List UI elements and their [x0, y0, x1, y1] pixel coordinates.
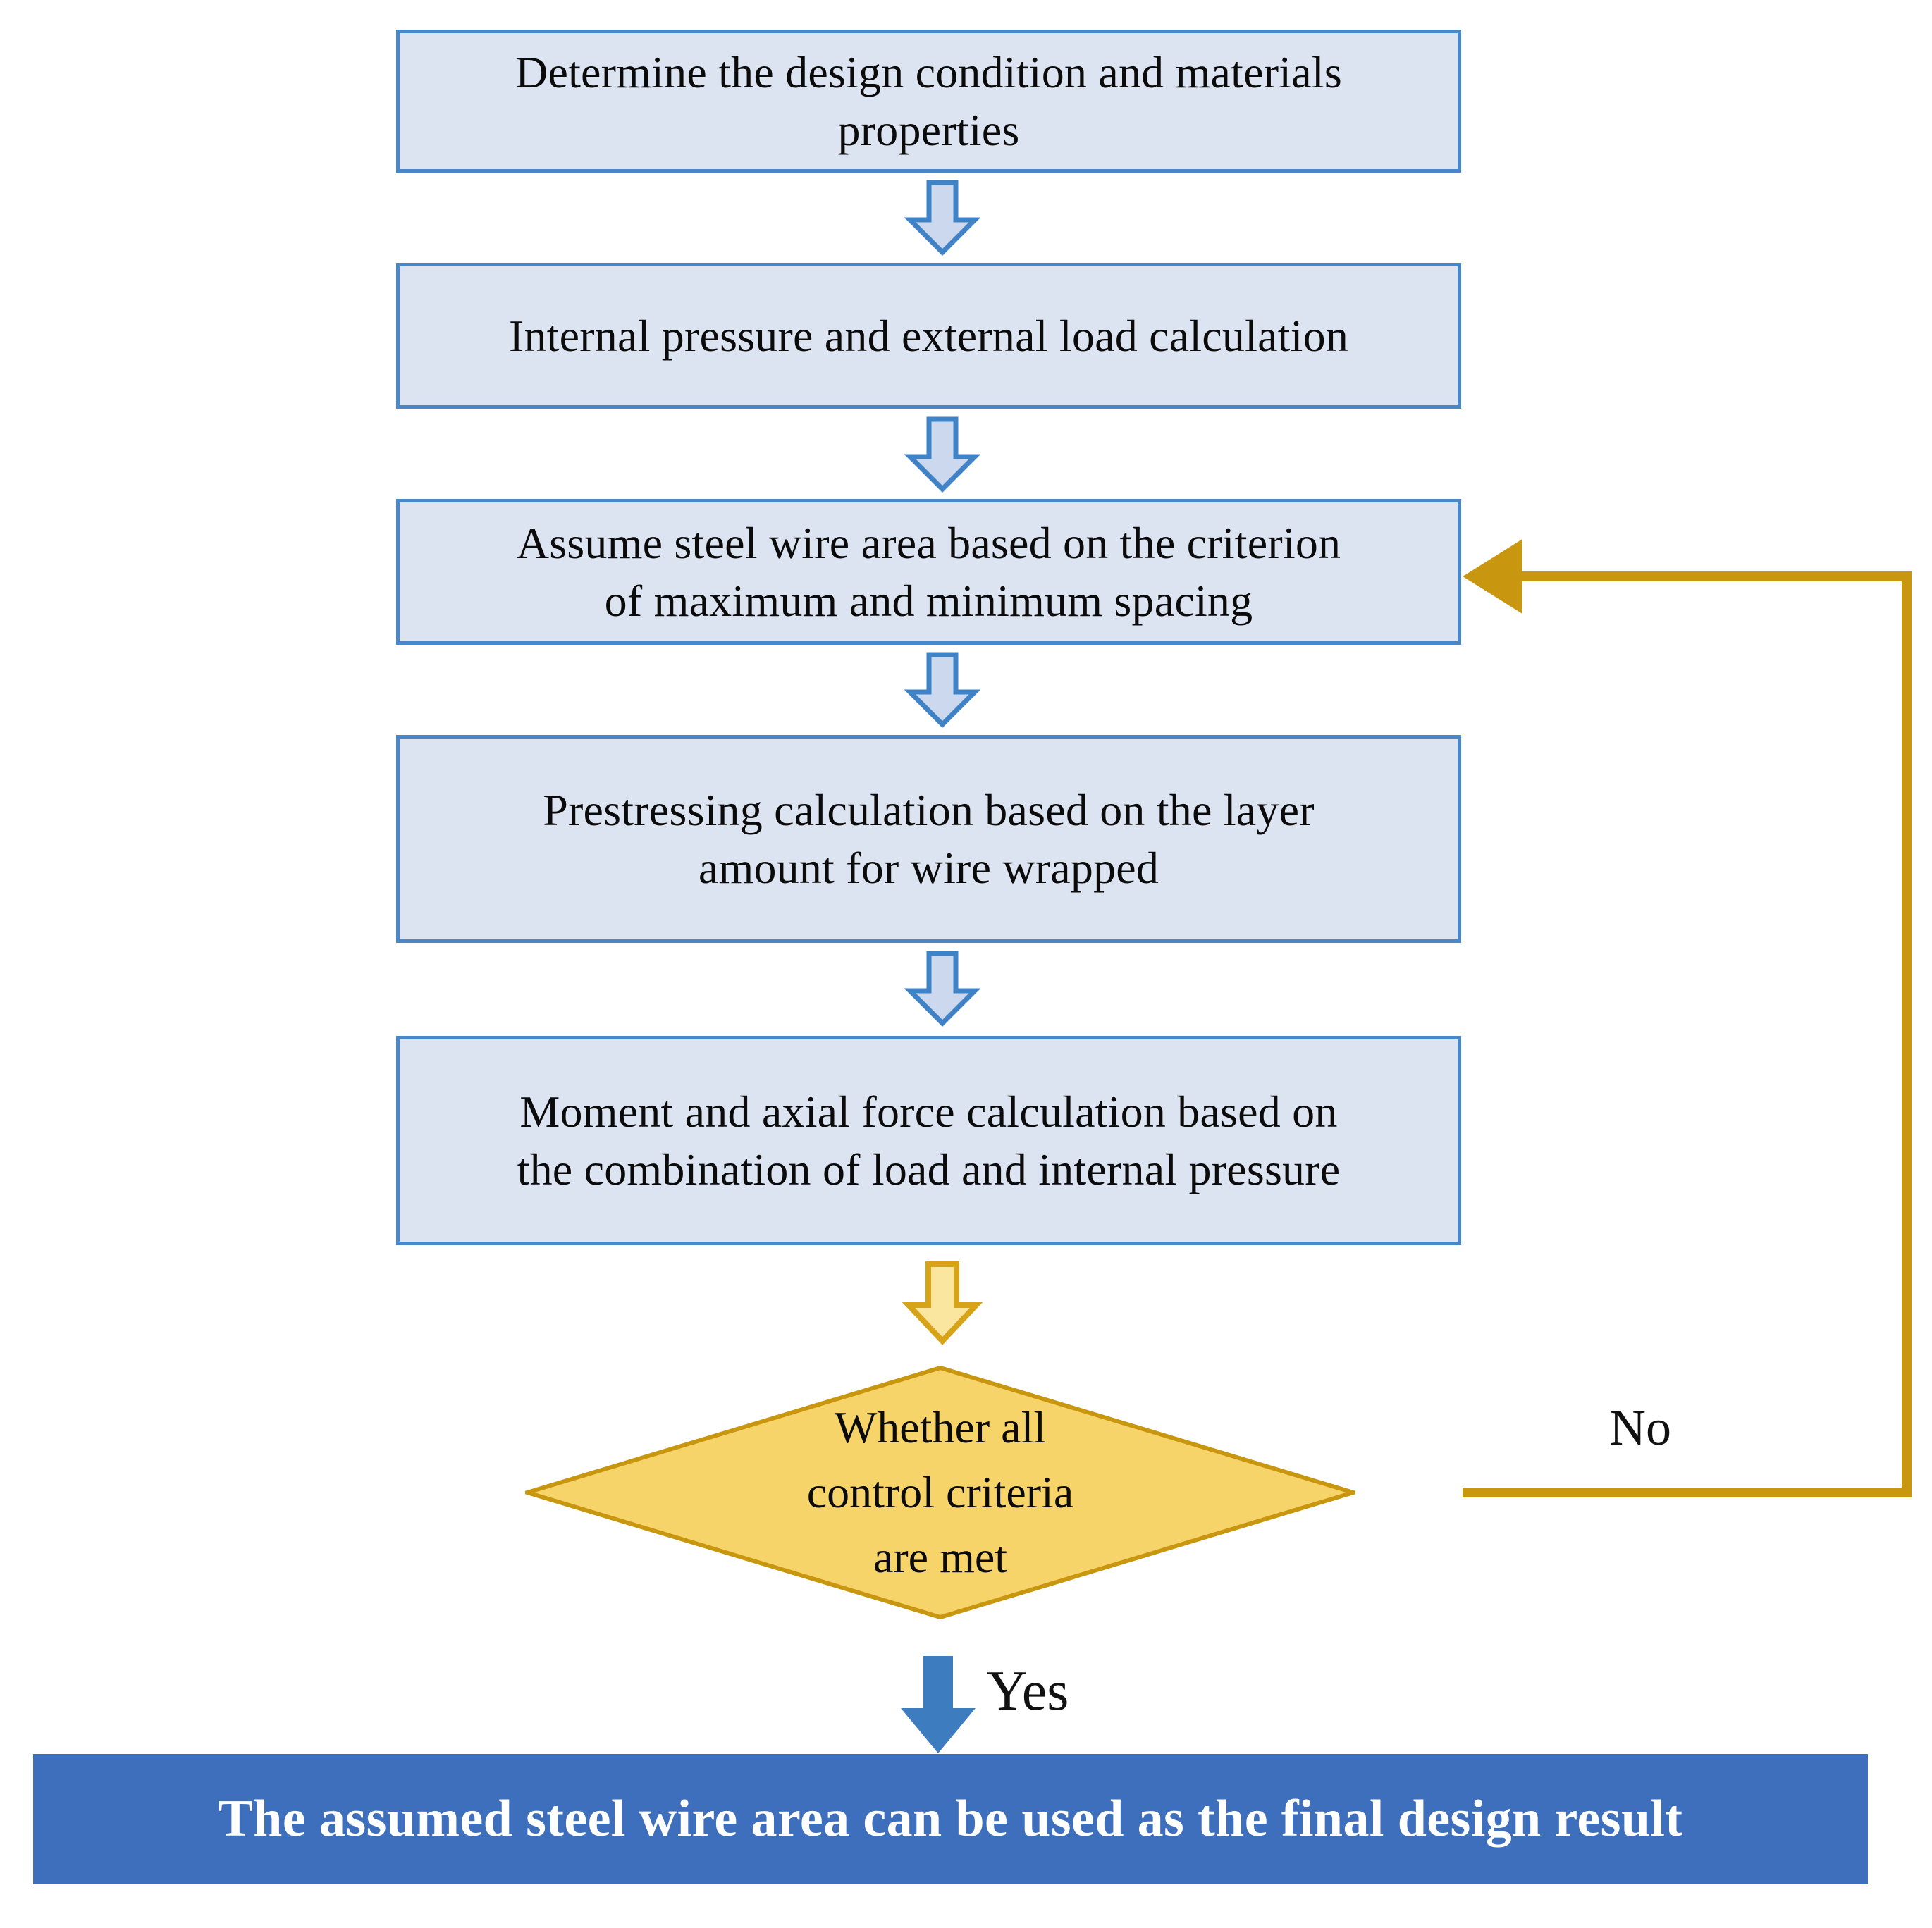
process-box-step-5-text: Moment and axial force calculation based… — [418, 1083, 1439, 1199]
process-box-step-5[interactable]: Moment and axial force calculation based… — [396, 1036, 1461, 1245]
process-box-step-1-line-1: Determine the design condition and mater… — [515, 47, 1342, 97]
decision-diamond-shape — [525, 1366, 1355, 1619]
down-block-arrow-icon-yellow — [902, 1261, 983, 1345]
process-box-step-3-line-2: of maximum and minimum spacing — [604, 575, 1253, 626]
feedback-path-no[interactable] — [1339, 539, 1932, 1501]
process-box-step-2[interactable]: Internal pressure and external load calc… — [396, 263, 1461, 409]
down-block-arrow-icon-1 — [904, 180, 981, 256]
terminal-final-result[interactable]: The assumed steel wire area can be used … — [33, 1754, 1868, 1884]
process-box-step-3[interactable]: Assume steel wire area based on the crit… — [396, 499, 1461, 645]
decision-diamond[interactable]: Whether all control criteria are met — [525, 1366, 1355, 1619]
left-arrowhead-icon — [1463, 539, 1522, 614]
process-box-step-2-line-1: Internal pressure and external load calc… — [508, 310, 1349, 361]
process-box-step-5-line-1: Moment and axial force calculation based… — [519, 1086, 1338, 1137]
edge-label-no: No — [1609, 1399, 1671, 1456]
process-box-step-4[interactable]: Prestressing calculation based on the la… — [396, 735, 1461, 943]
solid-down-arrow-icon — [901, 1656, 976, 1753]
process-box-step-3-text: Assume steel wire area based on the crit… — [418, 514, 1439, 630]
process-box-step-5-line-2: the combination of load and internal pre… — [517, 1144, 1341, 1194]
process-box-step-4-line-2: amount for wire wrapped — [698, 842, 1159, 893]
down-block-arrow-icon-3 — [904, 652, 981, 728]
terminal-final-result-text: The assumed steel wire area can be used … — [218, 1790, 1683, 1848]
process-box-step-2-text: Internal pressure and external load calc… — [418, 307, 1439, 365]
process-box-step-1-text: Determine the design condition and mater… — [418, 44, 1439, 159]
process-box-step-3-line-1: Assume steel wire area based on the crit… — [516, 517, 1341, 568]
process-box-step-1-line-2: properties — [837, 104, 1020, 155]
down-block-arrow-icon-4 — [904, 951, 981, 1027]
down-block-arrow-icon-2 — [904, 416, 981, 493]
edge-label-yes: Yes — [987, 1660, 1069, 1722]
process-box-step-1[interactable]: Determine the design condition and mater… — [396, 30, 1461, 173]
process-box-step-4-text: Prestressing calculation based on the la… — [418, 781, 1439, 897]
process-box-step-4-line-1: Prestressing calculation based on the la… — [543, 784, 1315, 835]
